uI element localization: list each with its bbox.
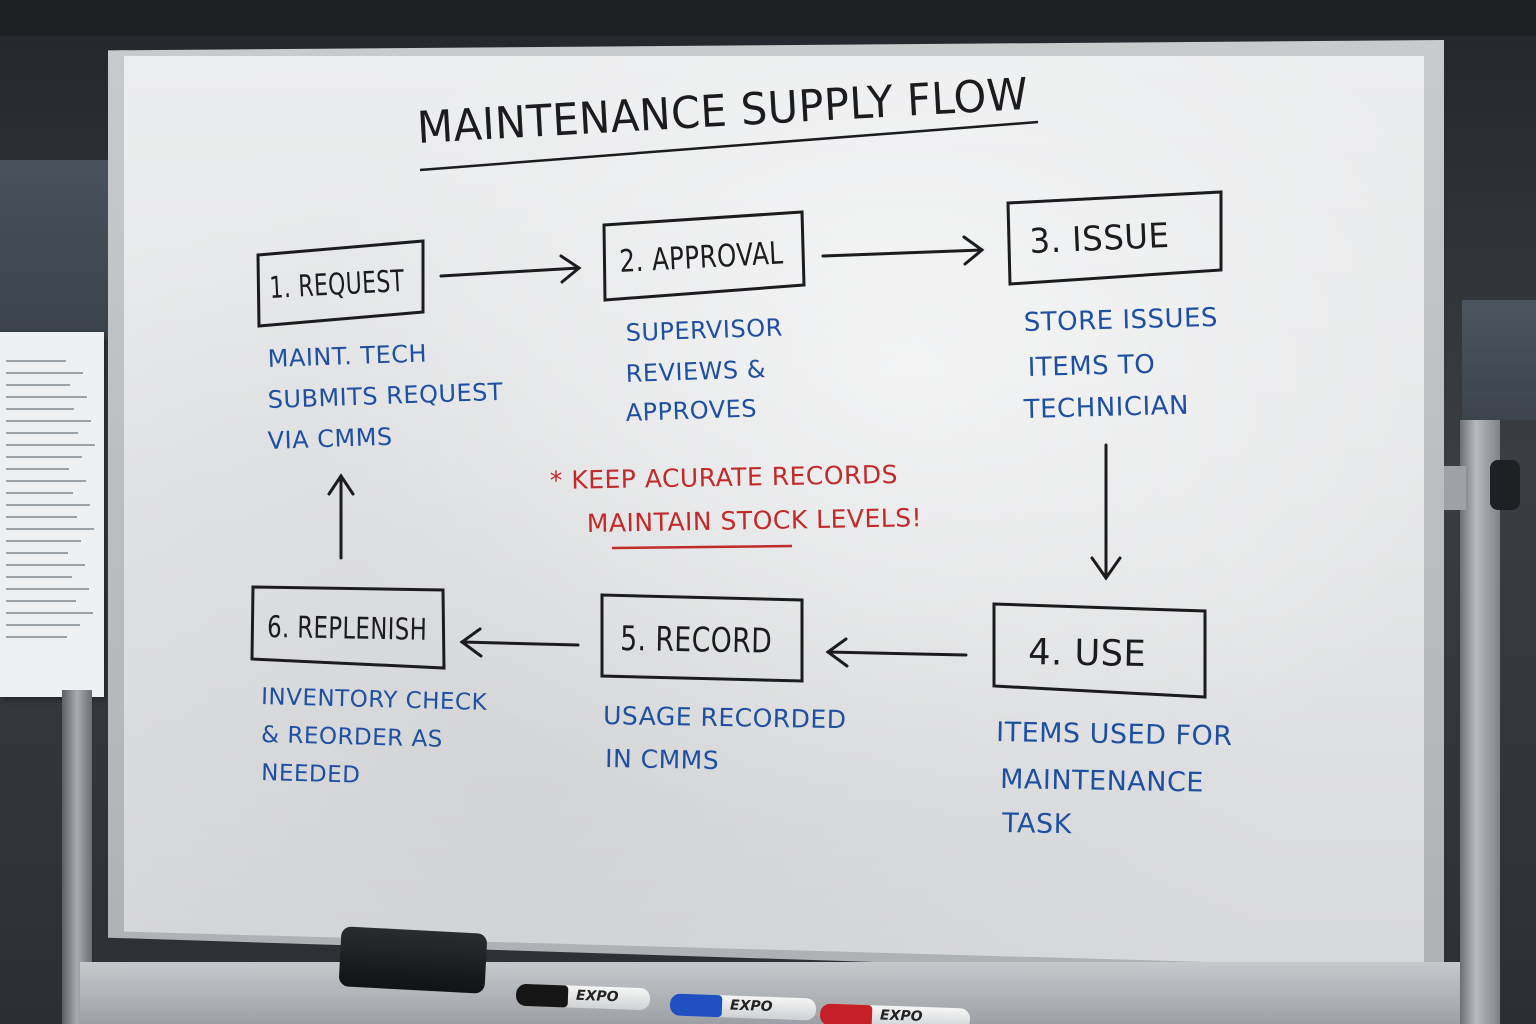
note-request: MAINT. TECH SUBMITS REQUEST VIA CMMS (267, 339, 503, 455)
note-approval-line-3: APPROVES (625, 394, 757, 427)
arrow-issue-to-use (1090, 443, 1122, 581)
note-approval-line-2: REVIEWS & (625, 355, 766, 388)
note-record: USAGE RECORDED IN CMMS (603, 701, 847, 775)
arrow-request-to-approval (439, 254, 582, 284)
step-box-request: 1. REQUEST (256, 239, 425, 328)
paper-text-line (6, 492, 73, 494)
paper-text-line (6, 420, 91, 422)
paper-text-line (6, 564, 85, 566)
arrow-replenish-to-request (327, 473, 355, 560)
note-approval: SUPERVISOR REVIEWS & APPROVES (625, 314, 783, 427)
paper-text-line (6, 396, 87, 398)
note-request-line-2: SUBMITS REQUEST (267, 378, 503, 414)
paper-text-line (6, 552, 68, 554)
note-record-line-2: IN CMMS (605, 744, 719, 775)
arrow-record-to-replenish (459, 627, 580, 658)
blue-marker-brand: EXPO (729, 997, 773, 1016)
note-request-line-1: MAINT. TECH (267, 339, 427, 373)
paper-text-line (6, 600, 76, 602)
paper-text-line (6, 540, 81, 542)
paper-text-line (6, 444, 95, 446)
step-box-use: 4. USE (992, 602, 1207, 699)
step-label-record: 5. RECORD (620, 619, 773, 662)
step-box-record: 5. RECORD (600, 593, 804, 683)
paper-text-line (6, 504, 90, 506)
whiteboard-stand-right (1460, 420, 1500, 1024)
red-marker-brand: EXPO (879, 1007, 923, 1024)
note-issue-line-1: STORE ISSUES (1023, 303, 1218, 338)
note-approval-line-1: SUPERVISOR (625, 314, 783, 347)
paper-text-line (6, 408, 74, 410)
note-replenish-line-3: NEEDED (261, 760, 361, 789)
reminder-underline (611, 544, 793, 550)
background-window-right (1462, 300, 1536, 420)
step-label-use: 4. USE (1028, 632, 1147, 675)
note-record-line-1: USAGE RECORDED (603, 701, 847, 734)
paper-text-line (6, 384, 70, 386)
arrow-approval-to-issue (821, 235, 985, 266)
paper-text-line (6, 588, 89, 590)
note-request-line-3: VIA CMMS (267, 423, 393, 455)
paper-text-line (6, 516, 77, 518)
paper-text-line (6, 636, 67, 638)
diagram-title: MAINTENANCE SUPPLY FLOW (416, 69, 1030, 154)
paper-text-line (6, 432, 78, 434)
paper-text-line (6, 468, 69, 470)
note-use: ITEMS USED FOR MAINTENANCE TASK (996, 717, 1233, 840)
step-box-issue: 3. ISSUE (1006, 190, 1223, 286)
paper-text-line (6, 576, 72, 578)
eraser[interactable] (338, 926, 488, 994)
note-replenish-line-2: & REORDER AS (261, 722, 443, 753)
posted-paper-sheet (0, 332, 104, 697)
step-label-approval: 2. APPROVAL (619, 235, 785, 280)
step-label-issue: 3. ISSUE (1029, 216, 1171, 262)
black-marker-brand: EXPO (575, 987, 619, 1006)
paper-text-line (6, 372, 83, 374)
step-box-replenish: 6. REPLENISH (250, 585, 446, 670)
note-use-line-2: MAINTENANCE (1000, 764, 1204, 799)
reminder-note: * KEEP ACURATE RECORDS MAINTAIN STOCK LE… (550, 460, 923, 550)
arrow-use-to-record (825, 637, 968, 668)
reminder-line-2: MAINTAIN STOCK LEVELS! (587, 503, 923, 538)
note-use-line-3: TASK (1001, 808, 1073, 840)
stand-knob-icon[interactable] (1490, 460, 1520, 510)
paper-text-line (6, 360, 66, 362)
background-beam (0, 0, 1536, 36)
step-label-request: 1. REQUEST (269, 264, 406, 306)
note-replenish-line-1: INVENTORY CHECK (261, 684, 488, 716)
title-underline (419, 120, 1039, 172)
red-marker-cap (819, 1003, 873, 1024)
paper-text-line (6, 624, 80, 626)
paper-text-line (6, 456, 82, 458)
paper-text-line (6, 528, 94, 530)
black-marker-cap (515, 983, 569, 1008)
note-issue-line-2: ITEMS TO (1027, 350, 1155, 383)
paper-text-line (6, 480, 86, 482)
note-replenish: INVENTORY CHECK & REORDER AS NEEDED (261, 684, 488, 789)
reminder-line-1: * KEEP ACURATE RECORDS (550, 460, 899, 495)
step-box-approval: 2. APPROVAL (602, 210, 806, 302)
blue-marker-cap (669, 993, 723, 1018)
note-issue: STORE ISSUES ITEMS TO TECHNICIAN (1022, 303, 1218, 425)
black-marker[interactable]: EXPO (515, 983, 651, 1011)
note-use-line-1: ITEMS USED FOR (996, 717, 1233, 752)
note-issue-line-3: TECHNICIAN (1022, 391, 1189, 425)
step-label-replenish: 6. REPLENISH (267, 610, 428, 648)
paper-text-line (6, 612, 93, 614)
background-window-left (0, 160, 108, 340)
